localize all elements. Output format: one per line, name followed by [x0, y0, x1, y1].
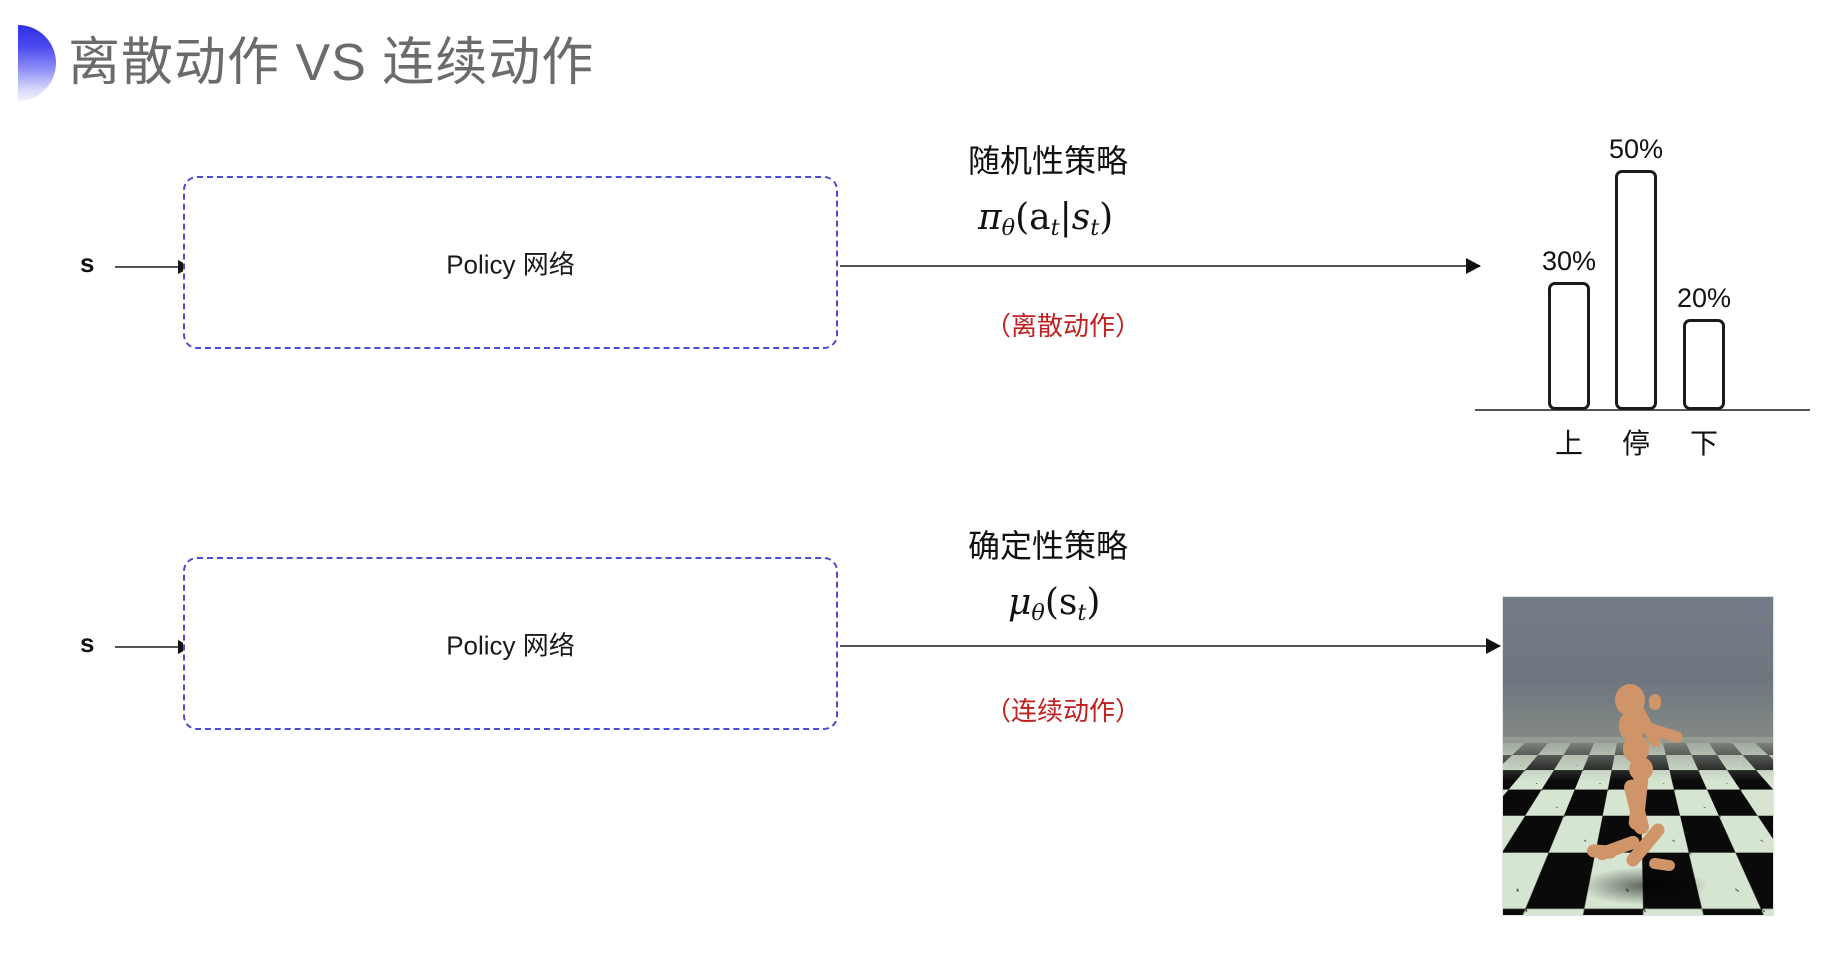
- chart-baseline-axis: [1475, 409, 1810, 411]
- bar-stop: [1615, 170, 1657, 410]
- formula-mu: μ: [1008, 582, 1032, 623]
- formula-open-a: (a: [1015, 197, 1051, 238]
- formula-sep: |s: [1059, 197, 1091, 238]
- policy-network-box-discrete[interactable]: Policy 网络: [183, 176, 838, 349]
- formula-theta: θ: [1001, 215, 1016, 242]
- bar-category-down: 下: [1689, 428, 1718, 459]
- policy-formula-discrete: πθ(at|st): [978, 197, 1113, 241]
- policy-formula-continuous: μθ(st): [1008, 582, 1100, 626]
- formula-sub-t1: t: [1050, 215, 1060, 242]
- bar-value-stop: 50%: [1608, 134, 1664, 164]
- policy-network-box-continuous[interactable]: Policy 网络: [183, 557, 838, 730]
- action-probability-bar-chart: 30% 上 50% 停 20% 下: [1470, 100, 1815, 459]
- bar-category-stop: 停: [1621, 428, 1650, 459]
- arrow-policy-to-output-continuous: [840, 645, 1500, 647]
- formula-sub-t3: t: [1077, 600, 1087, 627]
- policy-network-label-continuous: Policy 网络: [446, 630, 575, 660]
- policy-type-heading-continuous: 确定性策略: [968, 528, 1129, 564]
- formula-open-s: (s: [1044, 582, 1078, 623]
- action-note-continuous: （连续动作）: [985, 696, 1142, 726]
- bar-down: [1683, 319, 1725, 410]
- formula-pi: π: [978, 197, 1002, 238]
- state-label-discrete: s: [80, 248, 95, 278]
- humanoid-simulation-image: [1503, 597, 1773, 915]
- state-label-continuous: s: [80, 628, 95, 658]
- formula-close: ): [1099, 197, 1114, 238]
- title-gradient-decoration-icon: [18, 25, 56, 101]
- bar-category-up: 上: [1554, 428, 1583, 459]
- policy-network-label-discrete: Policy 网络: [446, 249, 575, 279]
- action-note-discrete: （离散动作）: [985, 311, 1142, 341]
- page-title: 离散动作 VS 连续动作: [68, 34, 595, 92]
- bar-value-up: 30%: [1541, 246, 1597, 276]
- humanoid-foot-right: [1586, 843, 1618, 860]
- figure-shadow: [1578, 867, 1709, 906]
- formula-close-2: ): [1086, 582, 1101, 623]
- formula-sub-t2: t: [1090, 215, 1100, 242]
- arrow-state-to-policy-discrete: [115, 266, 190, 268]
- bar-up: [1548, 282, 1590, 410]
- bar-value-down: 20%: [1676, 283, 1732, 313]
- policy-type-heading-discrete: 随机性策略: [968, 143, 1129, 179]
- arrow-state-to-policy-continuous: [115, 646, 190, 648]
- formula-theta-2: θ: [1031, 600, 1045, 627]
- humanoid-hand-right: [1649, 694, 1661, 710]
- arrow-policy-to-output-discrete: [840, 265, 1480, 267]
